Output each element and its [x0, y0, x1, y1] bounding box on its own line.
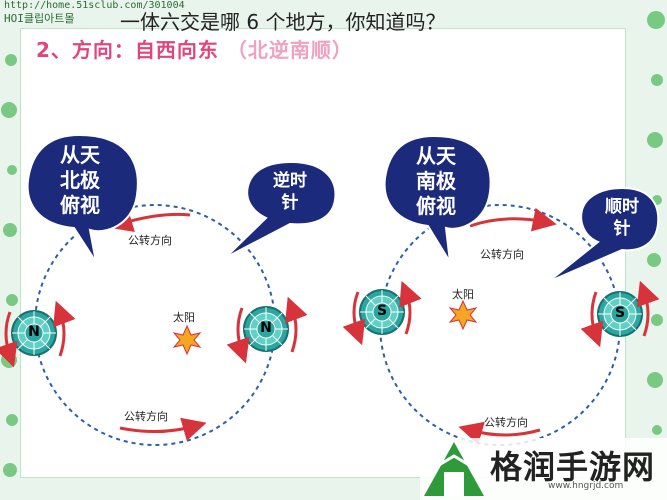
right-direction-line-2: 针 [613, 219, 631, 239]
right-earth-right-arrow-l [580, 291, 604, 348]
left-orbit-arrow-top [108, 209, 191, 233]
right-direction-line-1: 顺时 [605, 197, 639, 217]
left-direction-line-1: 逆时 [273, 171, 307, 191]
left-direction-bubble-text: 逆时 针 [262, 170, 318, 214]
left-earth-left-arrow-r [53, 300, 76, 357]
left-earth-right [243, 306, 289, 352]
left-earth-right-arrow-l [226, 307, 250, 364]
left-orbit-label-bottom: 公转方向 [124, 410, 168, 423]
right-earth-left-arrow-r [399, 280, 422, 335]
left-sun-icon [172, 324, 202, 356]
site-watermark-url: http://home.51sclub.com/301004 [4, 0, 185, 11]
left-view-line-1: 从天 [60, 143, 100, 167]
left-earth-left [11, 310, 57, 356]
logo-name: 格润手游网 [490, 448, 656, 486]
right-view-bubble [383, 134, 492, 263]
slide-heading: 2、方向：自西向东 （北逆南顺） [36, 34, 353, 63]
right-direction-bubble [547, 186, 660, 283]
right-view-line-2: 南极 [416, 169, 456, 193]
left-earth-right-label: N [260, 320, 272, 336]
left-orbit-arrow-bottom [119, 417, 207, 441]
right-earth-right-arrow-r [636, 280, 660, 337]
right-view-line-1: 从天 [416, 144, 456, 168]
right-orbit-label-top: 公转方向 [480, 248, 524, 261]
right-direction-bubble-text: 顺时 针 [594, 196, 650, 240]
left-direction-bubble [224, 160, 337, 259]
right-orbit-label-bottom: 公转方向 [484, 416, 528, 429]
left-orbit-label-top: 公转方向 [128, 234, 172, 247]
left-earth-left-arrow-l [0, 311, 18, 368]
heading-paren: （北逆南顺） [226, 38, 353, 62]
left-view-line-2: 北极 [60, 168, 100, 192]
left-sun-label: 太阳 [173, 311, 195, 324]
right-earth-left [359, 289, 405, 335]
heading-main: 2、方向：自西向东 [36, 38, 219, 62]
left-view-bubble-text: 从天 北极 俯视 [50, 143, 110, 218]
content-panel [20, 28, 626, 478]
logo-url: www.hngrjd.com [548, 481, 624, 491]
site-logo [420, 438, 667, 500]
right-sun-icon [448, 299, 478, 331]
site-watermark-name: HOI클립아트몰 [4, 12, 75, 25]
right-earth-left-arrow-l [342, 291, 366, 346]
right-orbit [379, 204, 621, 446]
overlay-title: 一体六交是哪 6 个地方，你知道吗？ [120, 10, 446, 34]
right-view-line-3: 俯视 [416, 194, 456, 218]
right-earth-left-label: S [376, 303, 388, 319]
right-sun-label: 太阳 [452, 288, 474, 301]
bubble-border-right [647, 11, 665, 435]
left-earth-right-arrow-r [285, 296, 308, 353]
right-view-bubble-text: 从天 南极 俯视 [406, 144, 466, 219]
right-earth-right-label: S [614, 305, 626, 321]
right-earth-right [597, 291, 643, 337]
left-view-line-3: 俯视 [60, 193, 100, 217]
left-direction-line-2: 针 [281, 193, 299, 213]
right-orbit-arrow-top [469, 207, 557, 232]
right-orbit-arrow-bottom [458, 421, 541, 445]
left-earth-left-label: N [28, 324, 40, 340]
left-view-bubble [26, 133, 139, 263]
